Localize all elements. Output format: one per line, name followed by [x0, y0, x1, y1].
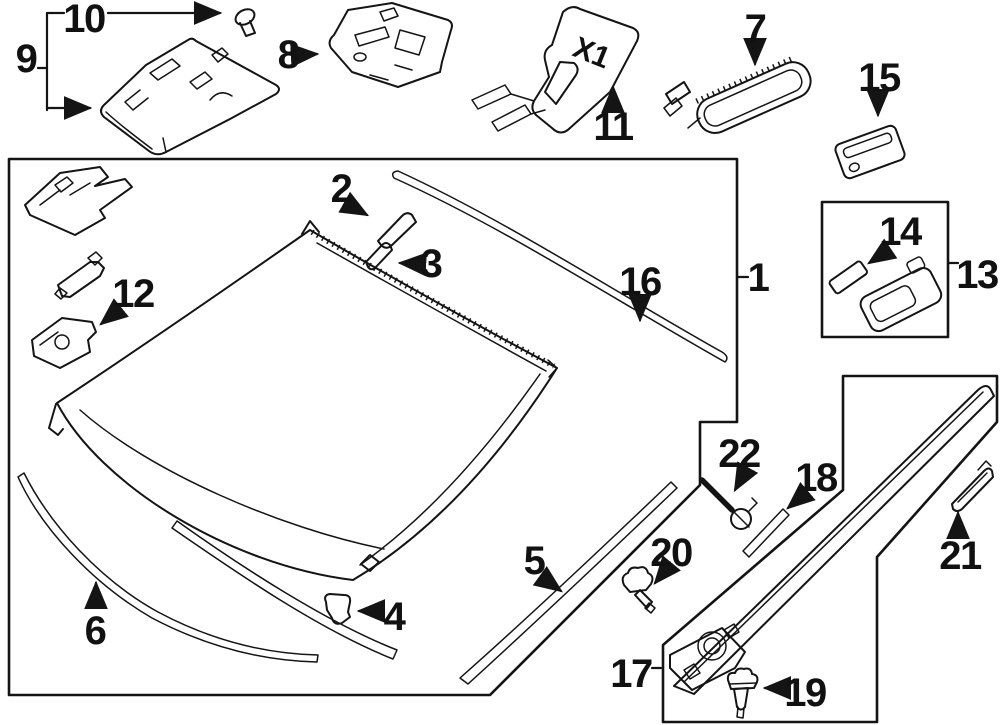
- callout-9-label: 9: [16, 37, 37, 81]
- glass-retainer-clip: [54, 251, 105, 300]
- sensor-box: [820, 200, 950, 339]
- mirror-base-cover-12: [31, 317, 97, 369]
- callout-22-label: 22: [718, 432, 760, 476]
- glass-lower-crease: [79, 409, 385, 550]
- callout-4-label: 4: [384, 595, 407, 639]
- pillar-molding-box: [661, 374, 999, 724]
- glass-inner-top-edge: [316, 242, 547, 372]
- callout-2: 2: [331, 167, 370, 217]
- callout-6-label: 6: [85, 609, 106, 653]
- callout-10: 10: [63, 0, 223, 41]
- molding-pin-22: [699, 477, 758, 530]
- callout-3-leader: [397, 252, 427, 277]
- molding-clip-19: [726, 667, 759, 719]
- callout-2-leader: [338, 191, 370, 217]
- callout-15: 15: [858, 56, 902, 118]
- side-molding-right-5: [459, 481, 678, 685]
- callout-8: 8: [278, 33, 320, 77]
- rear-view-mirror-7: [663, 54, 812, 134]
- callout-5-label: 5: [524, 539, 546, 583]
- callout-7-label: 7: [745, 7, 766, 51]
- molding-clip-20: [621, 566, 656, 614]
- overhead-console-9: [100, 37, 280, 156]
- callout-12: 12: [99, 272, 155, 326]
- callout-18-leader: [786, 481, 816, 510]
- callout-2-label: 2: [331, 167, 352, 211]
- molding-pad-18: [742, 508, 790, 558]
- callout-11-label: 11: [593, 105, 634, 149]
- callout-3: 3: [397, 242, 443, 286]
- callout-19: 19: [762, 671, 827, 715]
- callout-21: 21: [939, 510, 983, 578]
- callout-7: 7: [743, 7, 767, 67]
- rain-sensor-13: [859, 256, 943, 333]
- glass-inner-right-edge: [359, 373, 541, 566]
- callout-16: 16: [619, 260, 662, 323]
- glass-clip-4: [324, 593, 352, 625]
- callout-1-label: 1: [748, 256, 770, 300]
- mirror-cover-15: [834, 124, 906, 180]
- callout-11: 11: [593, 84, 635, 149]
- glass-top-corner-notch: [301, 220, 320, 235]
- callout-20-label: 20: [650, 531, 692, 575]
- glass-spacer-pad-2: [377, 212, 417, 249]
- mirror-bracket-8: [328, 2, 453, 88]
- callout-22-leader: [733, 461, 759, 493]
- sensor-pad-14: [828, 260, 868, 295]
- molding-end-piece-21: [951, 460, 994, 512]
- callout-16-label: 16: [619, 260, 661, 304]
- callout-3-label: 3: [421, 242, 442, 286]
- glass-top-edge-hatching: [310, 229, 556, 369]
- callout-9: 9: [16, 11, 93, 120]
- callout-5: 5: [524, 539, 563, 593]
- glass-bottom-edge-tab: [360, 554, 380, 572]
- callout-12-label: 12: [112, 272, 154, 316]
- glass-lower-dam-strip: [171, 520, 398, 660]
- callout-8-label: 8: [278, 33, 300, 77]
- callout-8-leader: [290, 43, 320, 68]
- callout-15-label: 15: [858, 56, 901, 100]
- callout-20: 20: [650, 531, 693, 585]
- callout-4: 4: [356, 595, 408, 639]
- callout-19-label: 19: [784, 671, 826, 715]
- glass-stopper-bracket: [24, 166, 133, 236]
- glass-right-corner-tick: [547, 359, 558, 378]
- callout-14-label: 14: [879, 210, 923, 254]
- callout-18: 18: [786, 456, 839, 510]
- callout-17-label: 17: [610, 652, 652, 696]
- callout-5-leader: [532, 565, 563, 593]
- glass-left-corner-tab: [48, 403, 64, 436]
- console-clip-10: [234, 8, 256, 37]
- callout-18-label: 18: [795, 456, 838, 500]
- callout-20-leader: [653, 555, 681, 585]
- callout-10-label: 10: [63, 0, 105, 41]
- glass-spacer-pad-3: [365, 242, 393, 271]
- callout-21-label: 21: [939, 534, 982, 578]
- windshield-glass: [48, 220, 558, 660]
- callout-1: 1: [735, 256, 771, 300]
- main-assembly-box: [7, 157, 739, 697]
- callout-6: 6: [84, 580, 108, 653]
- callout-22: 22: [718, 432, 761, 493]
- callout-13: 13: [946, 253, 999, 297]
- lower-molding-left-6: [17, 472, 319, 663]
- callout-17: 17: [610, 652, 663, 696]
- callout-9-bracket: [36, 11, 66, 112]
- callout-14-leader: [867, 238, 898, 265]
- upper-reveal-molding-16: [391, 170, 728, 363]
- callout-12-leader: [99, 298, 129, 326]
- callout-14: 14: [867, 210, 924, 265]
- pillar-molding-17: [669, 385, 995, 695]
- callout-13-label: 13: [956, 253, 998, 297]
